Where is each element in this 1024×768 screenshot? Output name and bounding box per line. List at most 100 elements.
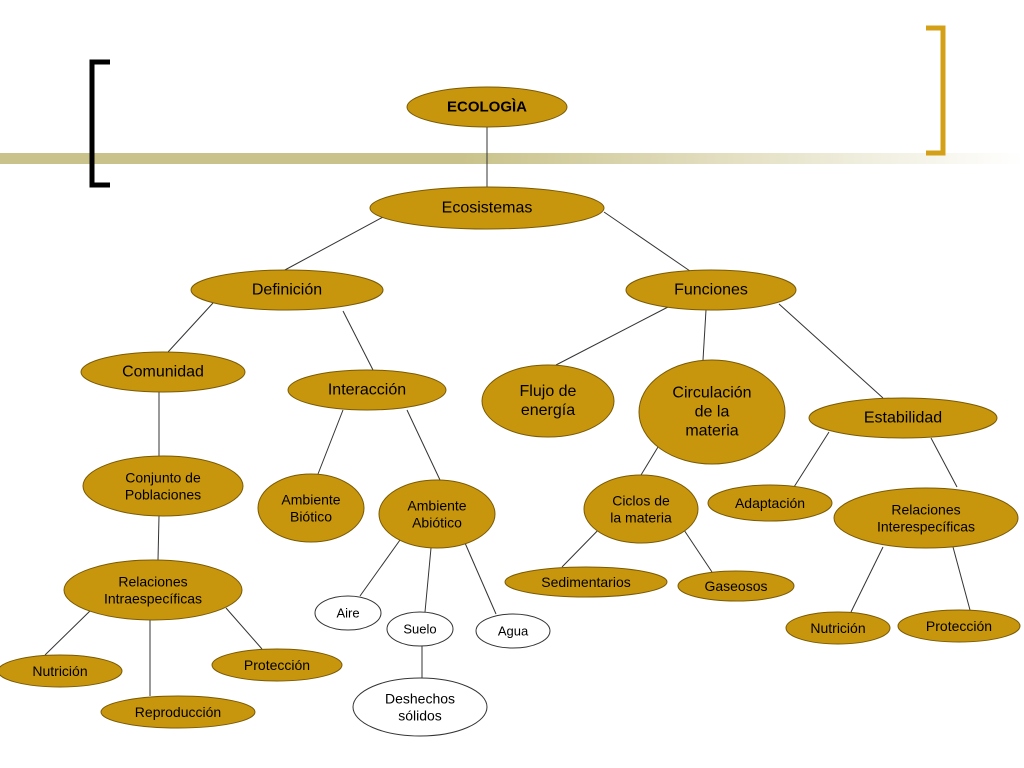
connector-estabilidad-inter_esp: [930, 437, 958, 488]
node-shape: [897, 609, 1021, 643]
node-suelo: Suelo: [386, 611, 454, 647]
node-label: Interespecíficas: [877, 518, 975, 534]
node-nutricion-l: Nutrición: [0, 654, 123, 688]
header-band: [0, 153, 1024, 164]
connector-ecosistemas-definicion: [282, 215, 386, 272]
node-definicion: Definición: [190, 269, 384, 311]
connector-interaccion-biotico: [317, 409, 344, 475]
node-label: Definición: [252, 282, 322, 299]
node-shape: [352, 677, 488, 737]
connector-ecosistemas-funciones: [603, 211, 691, 272]
node-circulacion: Circulación de la materia: [638, 359, 786, 465]
connector-circulacion-ciclos: [640, 446, 659, 476]
node-shape: [583, 474, 699, 544]
node-label: energía: [521, 402, 575, 419]
connector-estabilidad-adaptacion: [793, 431, 830, 488]
node-shape: [808, 397, 998, 439]
connector-funciones-flujo: [555, 306, 669, 366]
connector-conjunto-intra_esp: [157, 515, 160, 561]
node-reproduccion: Reproducción: [100, 695, 256, 729]
node-label: sólidos: [398, 707, 442, 723]
node-label: Nutrición: [810, 620, 865, 636]
node-label: Ciclos de: [612, 493, 670, 509]
right-bracket: [926, 25, 946, 156]
node-proteccion-r: Protección: [897, 609, 1021, 643]
node-label: Sedimentarios: [541, 574, 631, 590]
node-label: Protección: [244, 657, 310, 673]
node-label: materia: [685, 423, 738, 440]
node-nutricion-r: Nutrición: [785, 611, 891, 645]
node-shape: [406, 86, 568, 128]
node-shape: [386, 611, 454, 647]
node-label: Ecosistemas: [442, 200, 533, 217]
node-adaptacion: Adaptación: [707, 484, 833, 522]
node-label: Aire: [336, 606, 359, 621]
node-shape: [707, 484, 833, 522]
node-flujo: Flujo de energía: [481, 364, 615, 438]
connector-abiotico-agua: [464, 542, 497, 615]
node-label: Relaciones: [118, 574, 187, 590]
node-label: ECOLOGÌA: [447, 99, 527, 116]
connector-funciones-circulacion: [702, 309, 707, 361]
node-agua: Agua: [475, 613, 551, 649]
node-shape: [785, 611, 891, 645]
node-label: Circulación: [672, 384, 751, 401]
node-shape: [80, 351, 246, 393]
node-label: la materia: [610, 509, 672, 525]
node-label: Biótico: [290, 508, 332, 524]
node-label: Comunidad: [122, 364, 204, 381]
node-shape: [369, 186, 605, 230]
node-proteccion-l: Protección: [211, 648, 343, 682]
node-shape: [0, 654, 123, 688]
connector-abiotico-suelo: [424, 547, 432, 613]
node-shape: [378, 479, 496, 549]
connector-inter_esp-nutricion_r: [850, 546, 884, 613]
node-shape: [190, 269, 384, 311]
node-sedimentarios: Sedimentarios: [504, 566, 668, 598]
node-label: Protección: [926, 618, 992, 634]
node-label: Nutrición: [32, 663, 87, 679]
node-shape: [625, 269, 797, 311]
connectors: [44, 127, 971, 696]
node-shape: [257, 473, 365, 543]
node-label: Poblaciones: [125, 486, 201, 502]
node-shape: [82, 455, 244, 517]
node-label: Deshechos: [385, 691, 455, 707]
node-shape: [475, 613, 551, 649]
connector-inter_esp-proteccion_r: [952, 546, 971, 611]
node-label: Estabilidad: [864, 410, 942, 427]
node-label: Intraespecíficas: [104, 590, 202, 606]
node-comunidad: Comunidad: [80, 351, 246, 393]
node-shape: [677, 570, 795, 602]
node-label: Ambiente: [281, 492, 340, 508]
node-label: Adaptación: [735, 495, 805, 511]
node-label: Flujo de: [520, 383, 577, 400]
node-shape: [211, 648, 343, 682]
connector-ciclos-gaseosos: [679, 523, 713, 573]
node-interaccion: Interacción: [287, 369, 447, 411]
node-shape: [287, 369, 447, 411]
connector-definicion-interaccion: [342, 310, 374, 371]
node-label: Interacción: [328, 382, 406, 399]
node-label: de la: [695, 404, 730, 421]
node-ecologia: ECOLOGÌA: [406, 86, 568, 128]
left-bracket: [89, 59, 110, 188]
node-label: Abiótico: [412, 514, 462, 530]
connector-definicion-comunidad: [167, 302, 214, 353]
connector-intra_esp-proteccion_l: [225, 607, 263, 650]
connector-funciones-estabilidad: [778, 303, 884, 399]
connector-abiotico-aire: [359, 539, 401, 597]
node-gaseosos: Gaseosos: [677, 570, 795, 602]
node-label: Agua: [498, 624, 529, 639]
connector-intra_esp-nutricion_l: [44, 608, 93, 656]
node-label: Gaseosos: [704, 578, 767, 594]
